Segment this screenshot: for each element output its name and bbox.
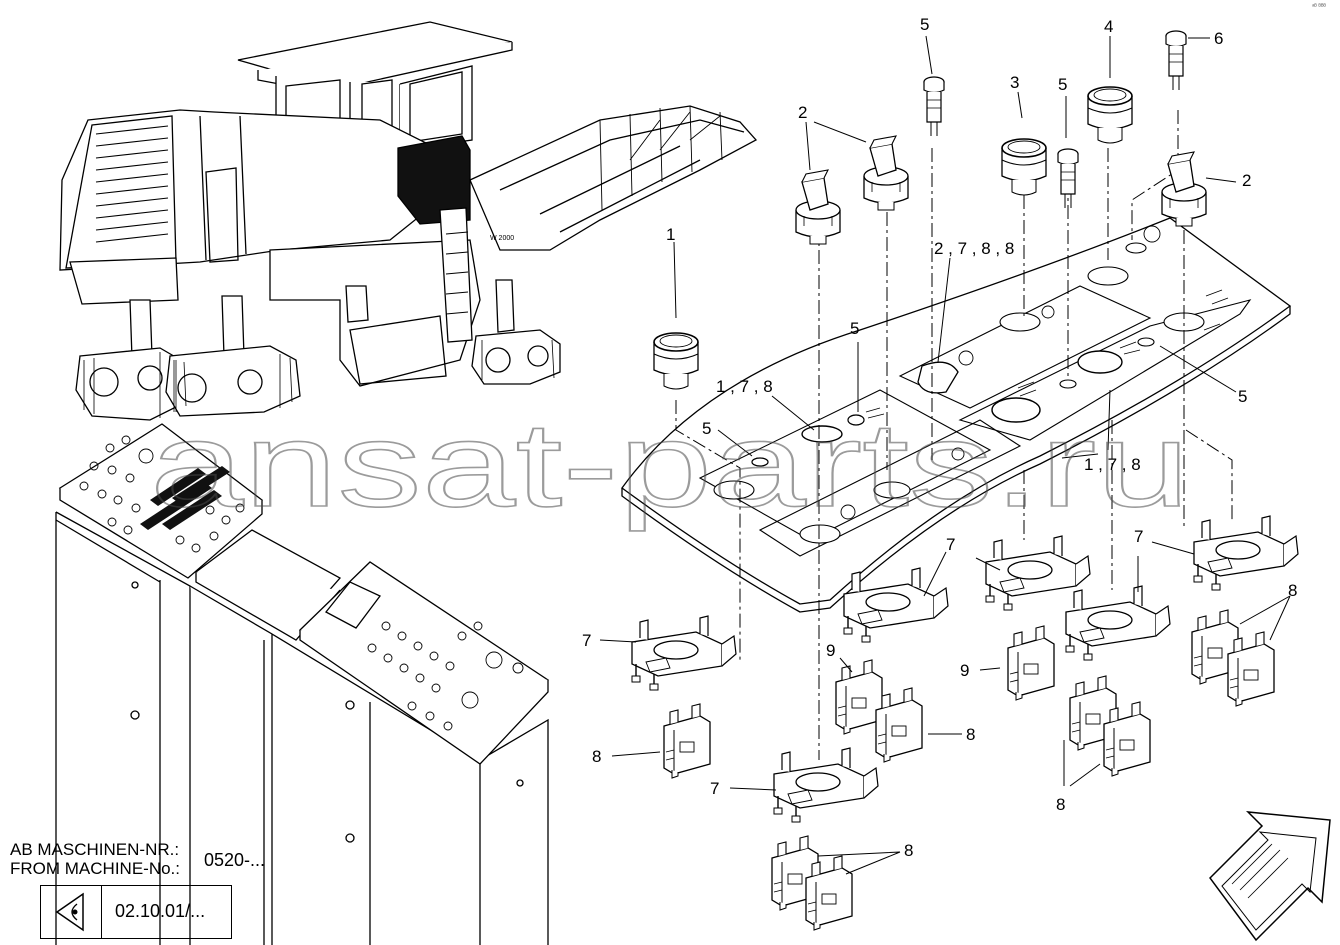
milling-machine-illustration: W 2000 [59, 21, 758, 421]
callout-6: 6 [1214, 29, 1223, 48]
contact-block-8b [875, 687, 923, 763]
callout-8: 8 [592, 747, 601, 766]
push-button-3 [1001, 138, 1047, 196]
rotary-switch-2a [795, 169, 841, 245]
callout-9: 9 [826, 641, 835, 660]
callout-labels: 5 2 3 5 4 6 2 2 , 7 , 8 , 8 1 5 1 , 7 , … [582, 15, 1297, 860]
callout-5: 5 [1058, 75, 1067, 94]
callout-8: 8 [1288, 581, 1297, 600]
callout-5: 5 [920, 15, 929, 34]
rotary-switch-2c [1161, 151, 1207, 227]
callout-2-7-8-8: 2 , 7 , 8 , 8 [934, 239, 1014, 258]
callout-1-7-8: 1 , 7 , 8 [1084, 455, 1141, 474]
view-eye-icon [41, 886, 102, 938]
callout-2: 2 [1242, 171, 1251, 190]
corner-code: ᵃᴮ ᴮᴮᴮ [1312, 4, 1326, 10]
contact-block-9a [835, 659, 883, 735]
machine-number-header-en: FROM MACHINE-No.: [10, 859, 180, 878]
holder-7a [631, 615, 737, 691]
machine-number-header-de: AB MASCHINEN-NR.: [10, 840, 180, 859]
assembly-axis-lines [675, 110, 1233, 760]
indicator-lamp-6 [1165, 30, 1187, 91]
callout-5: 5 [702, 419, 711, 438]
callout-1-7-8: 1 , 7 , 8 [716, 377, 773, 396]
callout-4: 4 [1104, 17, 1113, 36]
contact-block-8a [663, 703, 711, 779]
callout-9: 9 [960, 661, 969, 680]
callout-1: 1 [666, 225, 675, 244]
next-page-arrow-icon[interactable] [1209, 811, 1331, 942]
callout-5: 5 [850, 319, 859, 338]
callout-3: 3 [1010, 73, 1019, 92]
callout-7: 7 [582, 631, 591, 650]
contact-block-9b [1007, 625, 1055, 701]
leader-lines [599, 35, 1291, 875]
push-button-4 [1087, 86, 1133, 144]
callout-7: 7 [1134, 527, 1143, 546]
callout-7: 7 [946, 535, 955, 554]
contact-block-8f [1227, 631, 1275, 707]
holder-7d [1065, 585, 1171, 661]
contact-block-8d [1103, 701, 1151, 777]
exploded-parts [631, 30, 1299, 931]
reference-box[interactable]: 02.10.01/... [40, 885, 232, 939]
callout-8: 8 [904, 841, 913, 860]
push-button-1 [653, 332, 699, 390]
callout-5: 5 [1238, 387, 1247, 406]
callout-7: 7 [710, 779, 719, 798]
holder-7f [773, 747, 879, 823]
holder-7e [1193, 515, 1299, 591]
svg-text:W 2000: W 2000 [490, 235, 514, 242]
watermark: ansat-parts.ru [150, 398, 1190, 532]
machine-serial: 0520-... [204, 850, 266, 870]
contact-block-8h [805, 855, 853, 931]
callout-8: 8 [966, 725, 975, 744]
rotary-switch-2b [863, 135, 909, 211]
callout-8: 8 [1056, 795, 1065, 814]
reference-code: 02.10.01/... [115, 901, 206, 921]
indicator-lamp-5a [923, 76, 945, 137]
callout-2: 2 [798, 103, 807, 122]
control-console-illustration [55, 423, 550, 945]
